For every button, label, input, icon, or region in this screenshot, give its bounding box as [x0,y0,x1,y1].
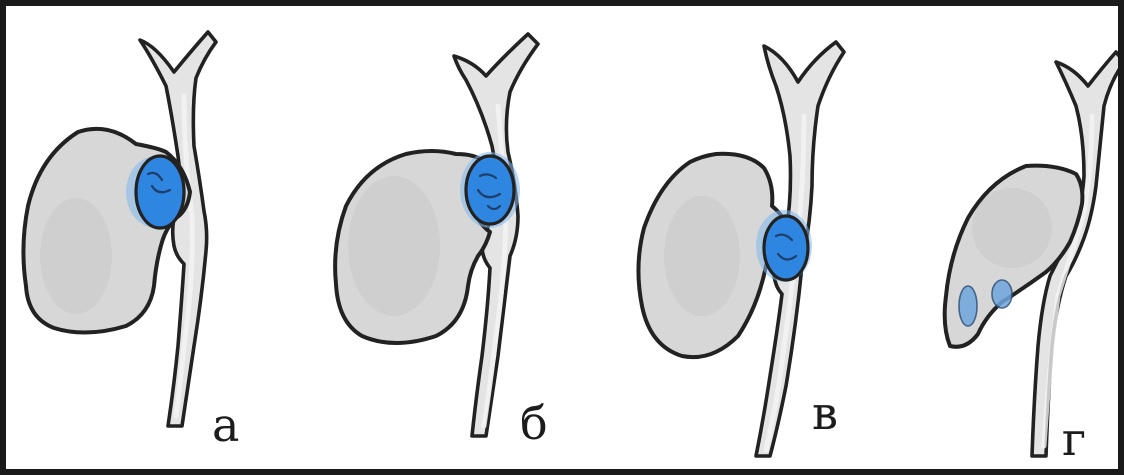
small-gallstone [959,286,977,326]
gallbladder-shading [40,198,112,314]
panel-label: в [812,390,838,436]
small-gallstone [992,280,1012,308]
gallstone [764,216,808,280]
panel-label: б [520,400,548,446]
panel-c: в [606,6,866,469]
panel-a-drawing [6,6,286,469]
panel-d-drawing [906,6,1124,469]
panel-label: а [212,402,239,448]
gallbladder-shading [664,196,740,316]
panel-a: а [6,6,286,469]
panel-label: г [1062,416,1086,462]
gallstone [466,156,514,224]
gallbladder-shading [348,176,440,316]
panel-d: г [906,6,1124,469]
gallbladder-shading [972,188,1052,268]
panel-b: б [306,6,586,469]
